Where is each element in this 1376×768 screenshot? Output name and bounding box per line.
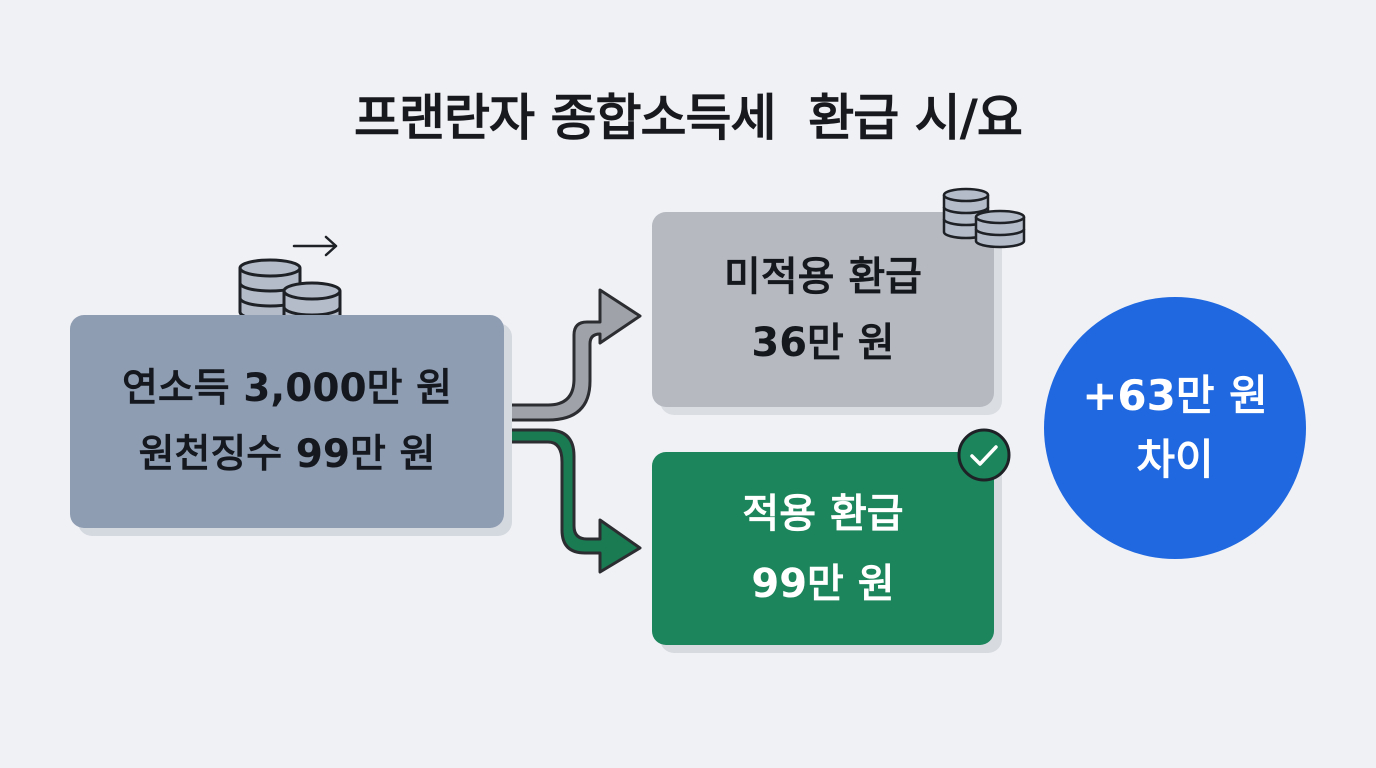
difference-label: 차이 (1136, 435, 1214, 484)
unapplied-refund-box: 미적용 환급 36만 원 (652, 212, 994, 407)
page-title: 프랜란자 종합소득세 환급 시/요 (354, 89, 1023, 147)
connector-to-applied (502, 428, 642, 574)
withholding-tax-label: 원천징수 99만 원 (138, 431, 436, 477)
difference-amount: +63만 원 (1082, 371, 1268, 420)
annual-income-label: 연소득 3,000만 원 (122, 365, 452, 411)
unapplied-refund-title: 미적용 환급 (724, 253, 922, 300)
connector-to-unapplied (502, 288, 642, 422)
applied-refund-title: 적용 환급 (742, 490, 904, 537)
income-withholding-box: 연소득 3,000만 원 원천징수 99만 원 (70, 315, 504, 528)
right-arrow-icon (292, 235, 338, 257)
difference-badge: +63만 원 차이 (1044, 297, 1306, 559)
applied-refund-amount: 99만 원 (751, 560, 895, 607)
coin-stack-icon (942, 187, 1026, 249)
applied-refund-box: 적용 환급 99만 원 (652, 452, 994, 645)
unapplied-refund-amount: 36만 원 (751, 319, 895, 366)
checkmark-icon (957, 428, 1011, 482)
